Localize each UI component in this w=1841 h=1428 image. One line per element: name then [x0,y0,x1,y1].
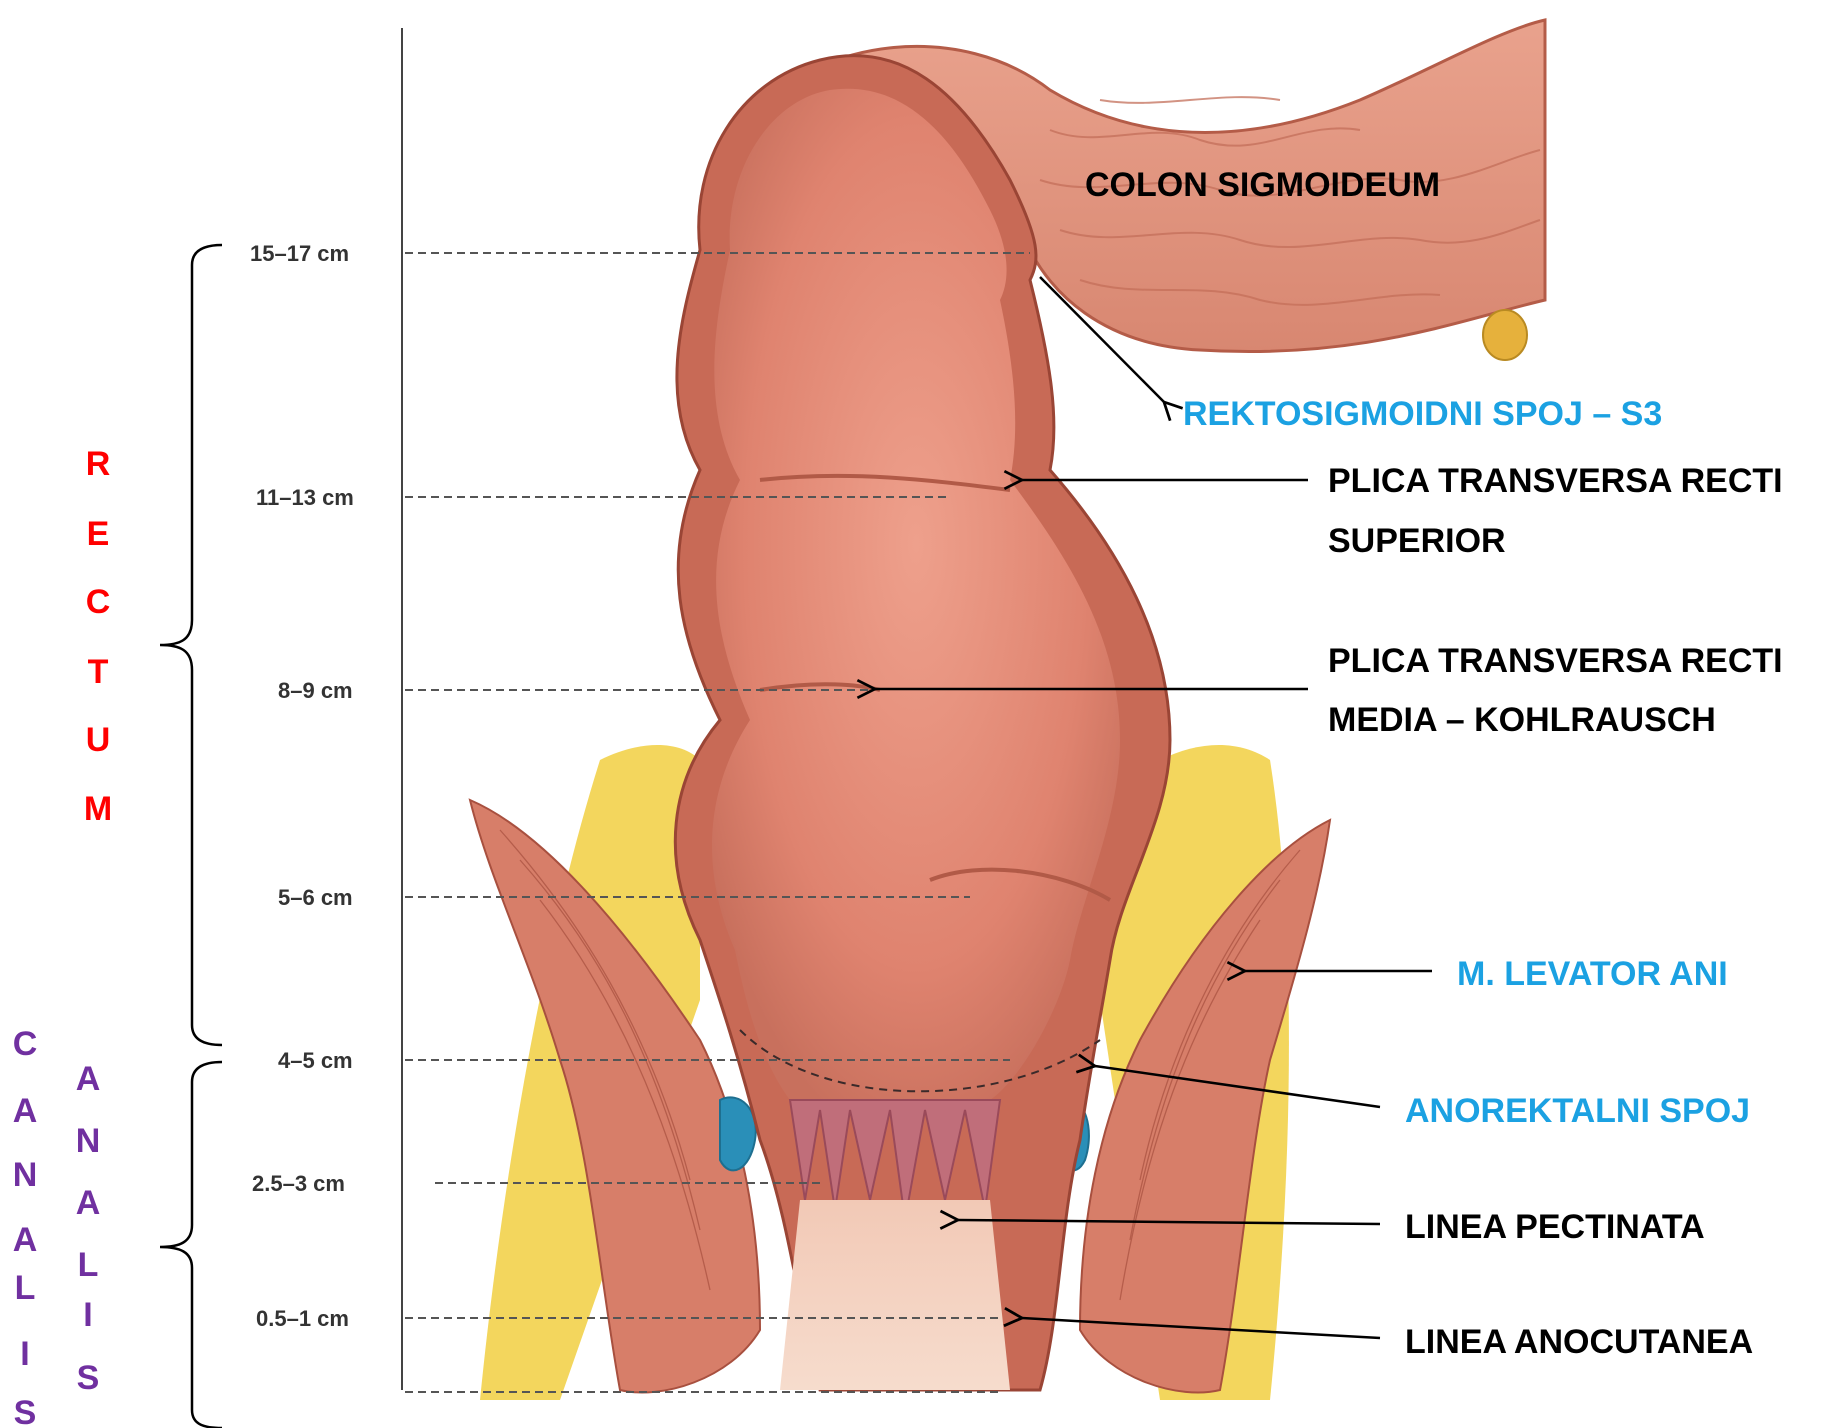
distance-label-4-5: 4–5 cm [278,1048,353,1073]
appendix-epiploica [1483,310,1527,360]
label-linea-pectinata: LINEA PECTINATA [1405,1208,1705,1246]
distance-label-15-17: 15–17 cm [250,241,349,266]
label-plica-media-line2: MEDIA – KOHLRAUSCH [1328,701,1716,739]
analis-vertical-label: A N A L I S [76,1060,101,1397]
canalis-letter: L [15,1269,36,1307]
label-levator-ani: M. LEVATOR ANI [1457,955,1728,993]
analis-letter: N [76,1122,101,1160]
rectum-vertical-label: R E C T U M [84,445,112,828]
analis-letter: A [76,1060,101,1098]
distance-label-0-5-1: 0.5–1 cm [256,1306,349,1331]
canalis-letter: N [13,1156,38,1194]
distance-label-8-9: 8–9 cm [278,678,353,703]
canalis-letter: I [20,1335,29,1373]
rectum-letter: C [86,583,111,621]
distance-label-2-5-3: 2.5–3 cm [252,1171,345,1196]
canalis-letter: A [13,1221,38,1259]
label-colon-sigmoideum: COLON SIGMOIDEUM [1085,166,1440,204]
label-rektosigmoidni-spoj: REKTOSIGMOIDNI SPOJ – S3 [1183,395,1662,433]
analis-letter: S [77,1359,100,1397]
rectum-letter: R [86,445,111,483]
rectum-letter: U [86,721,111,759]
rectum-letter: E [87,515,110,553]
canalis-letter: A [13,1092,38,1130]
canalis-letter: C [13,1025,38,1063]
canalis-analis-brace [160,1062,222,1428]
label-plica-superior-line2: SUPERIOR [1328,522,1506,560]
rectum-brace [160,245,222,1045]
label-linea-anocutanea: LINEA ANOCUTANEA [1405,1323,1753,1361]
anal-canal [780,1200,1010,1390]
label-anorektalni-spoj: ANOREKTALNI SPOJ [1405,1092,1750,1130]
analis-letter: A [76,1184,101,1222]
analis-letter: I [83,1296,92,1334]
rectum-letter: T [88,653,109,691]
rectum-letter: M [84,790,112,828]
label-plica-media-line1: PLICA TRANSVERSA RECTI [1328,642,1783,680]
distance-label-11-13: 11–13 cm [256,485,354,510]
label-plica-superior-line1: PLICA TRANSVERSA RECTI [1328,462,1783,500]
canalis-letter: S [14,1394,37,1428]
distance-label-5-6: 5–6 cm [278,885,353,910]
analis-letter: L [78,1246,99,1284]
canalis-vertical-label: C A N A L I S [13,1025,38,1428]
